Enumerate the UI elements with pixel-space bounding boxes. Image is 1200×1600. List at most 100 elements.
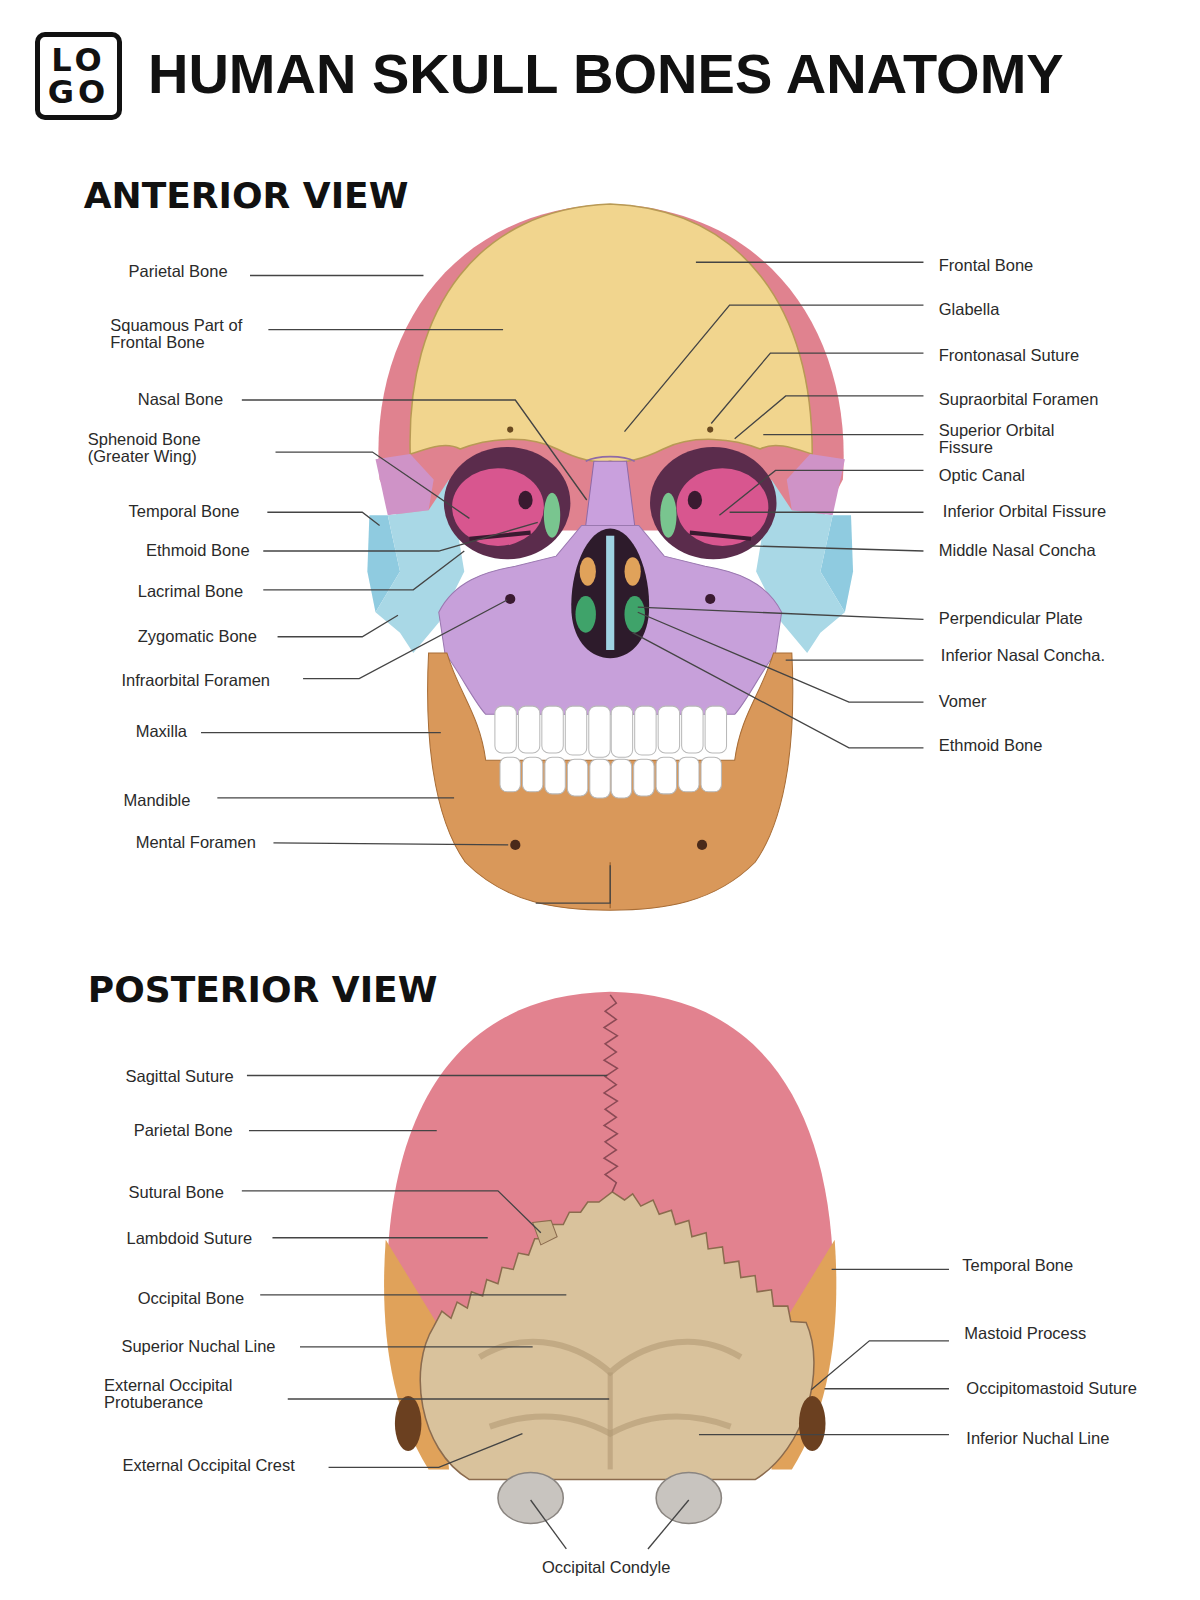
logo-text: LO GO	[44, 44, 114, 108]
part-label: External Occipital Crest	[122, 1458, 294, 1475]
part-label: Mastoid Process	[964, 1325, 1086, 1342]
part-label: Occipital Condyle	[542, 1560, 670, 1577]
leader-line	[536, 865, 610, 903]
leader-line	[824, 1388, 948, 1389]
tooth	[656, 757, 676, 794]
view-heading: POSTERIOR VIEW	[88, 968, 438, 1009]
part-label: Parietal Bone	[129, 264, 228, 281]
orbital-fissure	[690, 533, 751, 539]
part-label: Ethmoid Bone	[939, 737, 1043, 754]
part-label: Nasal Bone	[138, 391, 223, 408]
tooth	[611, 706, 632, 757]
leader-line	[249, 1130, 437, 1131]
ethmoid-bone	[660, 493, 676, 538]
tooth	[522, 757, 542, 792]
orbit	[650, 447, 777, 559]
frontal-bone	[410, 204, 812, 462]
tooth	[565, 706, 586, 755]
leader-line	[288, 1398, 609, 1399]
tooth	[634, 759, 654, 796]
occipital-condyle	[656, 1472, 721, 1523]
middle-concha	[624, 557, 640, 586]
leader-line	[735, 396, 924, 439]
part-label: Frontonasal Suture	[939, 347, 1079, 364]
part-label: Vomer	[939, 693, 987, 710]
part-label: Maxilla	[136, 723, 187, 740]
part-label: Mental Foramen	[136, 834, 256, 851]
part-label: Ethmoid Bone	[146, 542, 250, 559]
leader-line	[263, 522, 537, 551]
part-label: Optic Canal	[939, 467, 1025, 484]
infraorbital-foramen	[705, 594, 715, 604]
part-label: Sagittal Suture	[126, 1068, 234, 1085]
leader-line	[786, 660, 924, 661]
tooth	[542, 706, 563, 753]
occipital-bone	[420, 1192, 814, 1480]
leader-line	[811, 1341, 949, 1390]
leader-line	[633, 633, 924, 748]
nasal-bone	[586, 461, 635, 530]
teeth	[495, 706, 727, 798]
leader-line	[531, 1500, 567, 1549]
tooth	[682, 706, 703, 753]
optic-canal	[518, 491, 532, 509]
leader-line	[250, 275, 423, 276]
leader-line	[278, 615, 398, 636]
supraorbital-foramen	[507, 427, 513, 433]
occipital-crest	[608, 1372, 613, 1469]
leader-line	[267, 512, 379, 525]
part-label: Temporal Bone	[129, 504, 240, 521]
leader-line	[719, 470, 923, 515]
part-label: Sphenoid Bone (Greater Wing)	[88, 431, 264, 466]
part-label: Inferior Nuchal Line	[966, 1430, 1109, 1447]
leader-line	[242, 400, 587, 500]
tooth	[658, 706, 679, 753]
mandible	[428, 653, 793, 910]
part-label: Temporal Bone	[962, 1258, 1073, 1275]
part-label: Zygomatic Bone	[138, 628, 257, 645]
tooth	[518, 706, 539, 753]
leader-line	[699, 1434, 949, 1435]
tooth	[705, 706, 726, 753]
part-label: Mandible	[123, 792, 190, 809]
sutural-bone	[533, 1220, 557, 1244]
page-title: HUMAN SKULL BONES ANATOMY	[148, 41, 1064, 106]
tooth	[635, 706, 656, 755]
tooth	[590, 759, 610, 798]
orbit-wall	[677, 468, 769, 546]
leader-line	[260, 1294, 566, 1295]
leader-line	[217, 797, 454, 798]
tooth	[679, 757, 699, 792]
orbit	[444, 447, 571, 559]
anterior-skull	[367, 204, 853, 910]
part-label: Inferior Nasal Concha.	[941, 647, 1105, 664]
sphenoid-wing	[376, 454, 434, 515]
inferior-concha	[576, 596, 596, 633]
ear-opening	[799, 1396, 826, 1451]
leader-line	[300, 1346, 533, 1347]
nasal-cavity	[571, 529, 649, 659]
part-label: Frontal Bone	[939, 258, 1033, 275]
leader-line	[750, 546, 923, 551]
tooth	[500, 757, 520, 792]
part-label: Occipitomastoid Suture	[966, 1380, 1137, 1397]
view-heading: ANTERIOR VIEW	[84, 174, 409, 215]
leader-line	[711, 353, 923, 423]
tooth	[701, 757, 721, 792]
part-label: Occipital Bone	[138, 1290, 244, 1307]
part-label: Infraorbital Foramen	[121, 672, 270, 689]
leader-line	[763, 434, 923, 435]
part-label: Parietal Bone	[134, 1122, 233, 1139]
posterior-skull	[384, 992, 836, 1524]
supraorbital-foramen	[707, 427, 713, 433]
tooth	[545, 757, 565, 794]
leader-line	[730, 512, 924, 513]
tooth	[611, 759, 631, 798]
leader-line	[247, 1075, 607, 1076]
middle-concha	[580, 557, 596, 586]
mental-foramen	[510, 840, 520, 850]
part-label: External Occipital Protuberance	[104, 1377, 277, 1412]
sphenoid-wing	[787, 454, 845, 515]
part-label: Middle Nasal Concha	[939, 542, 1096, 559]
part-label: Perpendicular Plate	[939, 611, 1083, 628]
